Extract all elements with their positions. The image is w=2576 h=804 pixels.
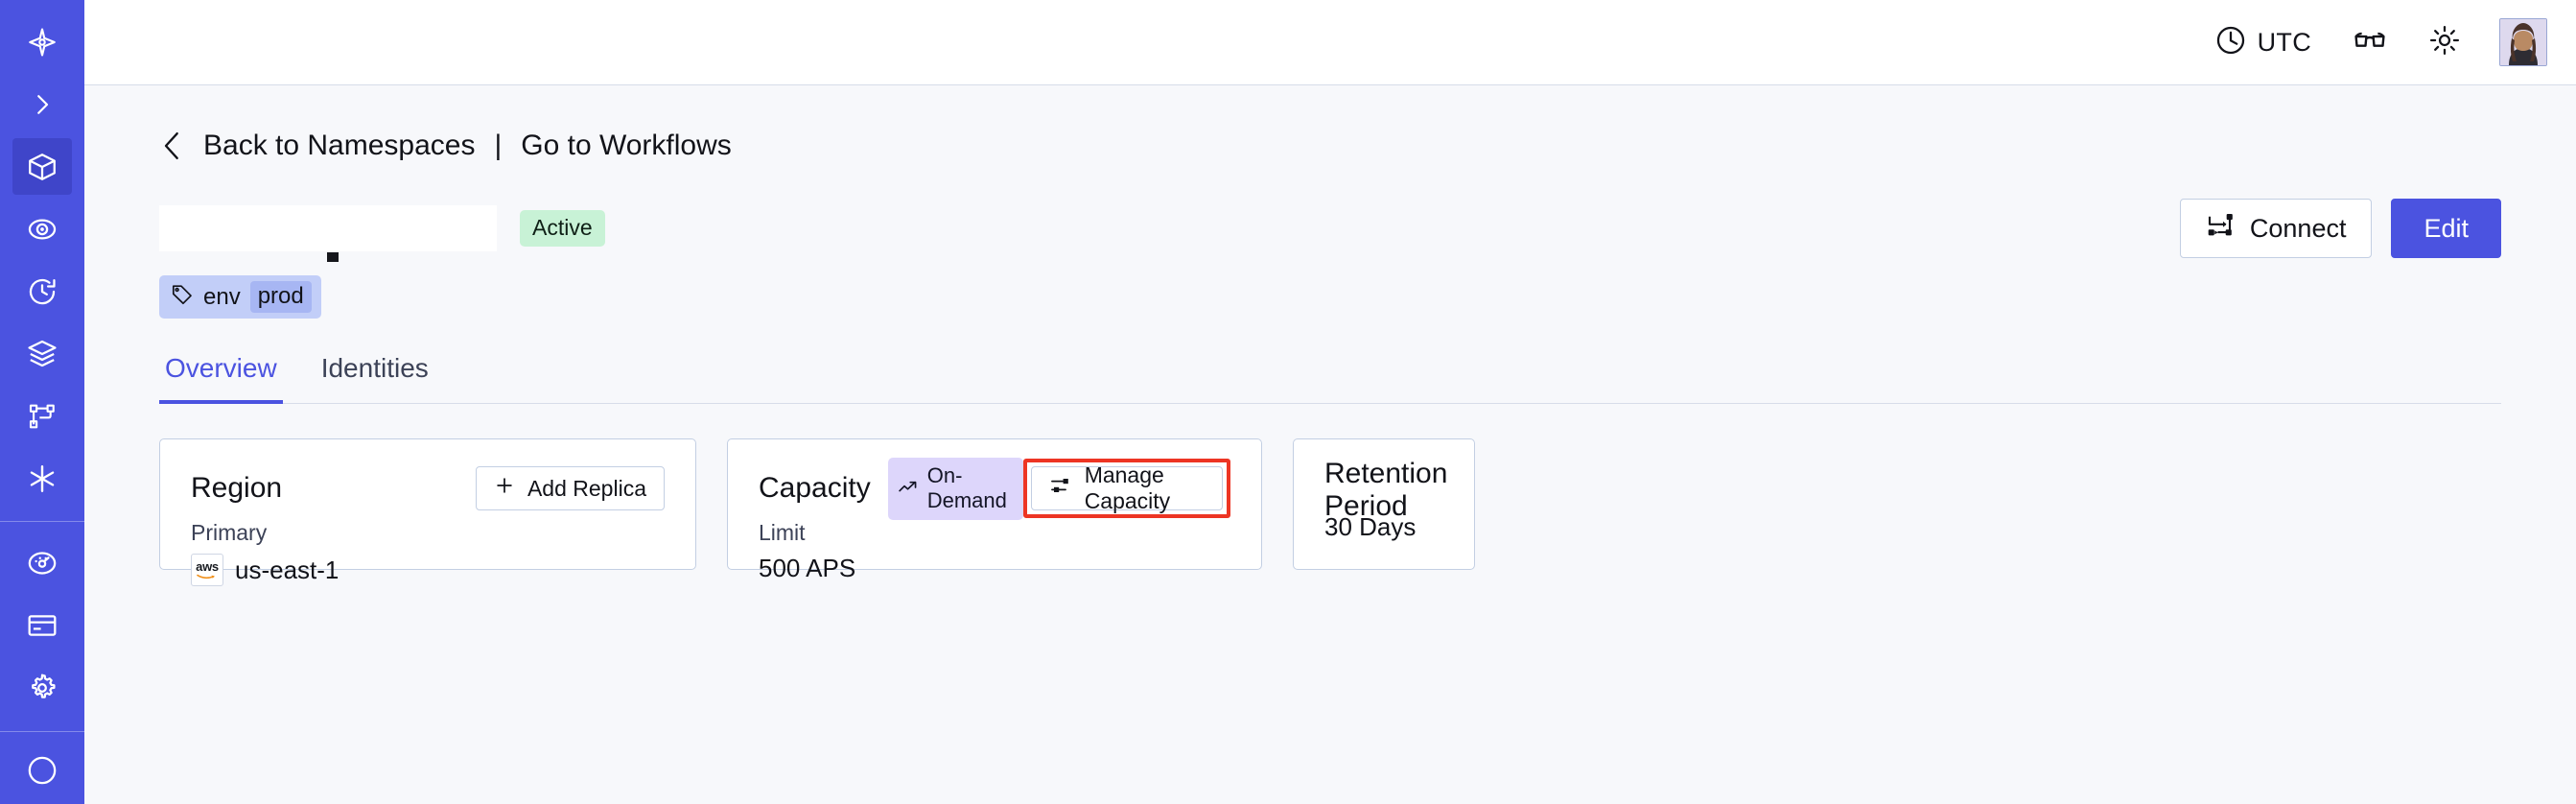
manage-capacity-button[interactable]: Manage Capacity xyxy=(1030,462,1223,513)
status-badge: Active xyxy=(520,210,605,247)
add-replica-label: Add Replica xyxy=(527,475,646,501)
sidebar xyxy=(0,0,84,804)
sidebar-item-help[interactable] xyxy=(12,742,72,798)
retention-value: 30 Days xyxy=(1324,512,1417,541)
git-branch-icon xyxy=(27,401,58,432)
plus-icon xyxy=(494,475,515,502)
capacity-value: 500 APS xyxy=(759,554,856,582)
page-title xyxy=(159,205,497,262)
clock-rewind-icon xyxy=(26,275,59,308)
sidebar-item-observability[interactable] xyxy=(12,201,72,257)
retention-card: Retention Period 30 Days xyxy=(1293,438,1475,570)
capacity-card: Capacity On-Demand xyxy=(727,438,1262,582)
sliders-icon xyxy=(1049,474,1072,503)
trending-up-icon xyxy=(898,476,919,501)
region-primary-label: Primary xyxy=(191,520,268,545)
manage-capacity-highlight: Manage Capacity xyxy=(1022,459,1230,518)
sun-icon xyxy=(2428,24,2461,61)
breadcrumb: Back to Namespaces | Go to Workflows xyxy=(159,130,2501,162)
breadcrumb-separator: | xyxy=(494,130,503,161)
region-value: us-east-1 xyxy=(235,555,340,584)
sidebar-item-usage[interactable] xyxy=(12,534,72,591)
asterisk-icon xyxy=(26,462,59,495)
sidebar-item-stack[interactable] xyxy=(12,325,72,382)
layers-icon xyxy=(26,338,59,370)
aws-logo-text: aws xyxy=(196,558,219,574)
sidebar-item-billing[interactable] xyxy=(12,597,72,653)
theme-toggle-button[interactable] xyxy=(2415,14,2474,70)
timezone-label: UTC xyxy=(2257,27,2311,57)
tag-icon xyxy=(171,283,194,311)
aws-logo: aws xyxy=(191,554,223,586)
tab-identities[interactable]: Identities xyxy=(320,353,429,383)
timezone-selector[interactable]: UTC xyxy=(2201,18,2325,67)
overview-cards: Region Add Replica Primary xyxy=(159,438,2501,586)
header-actions: Connect Edit xyxy=(2179,199,2501,258)
region-value-row: aws us-east-1 xyxy=(191,554,665,586)
sidebar-expand-button[interactable] xyxy=(12,76,72,132)
connect-button[interactable]: Connect xyxy=(2179,199,2373,258)
sidebar-item-settings[interactable] xyxy=(12,659,72,716)
avatar[interactable] xyxy=(2499,18,2547,66)
chevron-left-icon[interactable] xyxy=(159,130,186,162)
on-demand-label: On-Demand xyxy=(926,462,1007,512)
breadcrumb-workflows-link[interactable]: Go to Workflows xyxy=(521,130,732,161)
capacity-card-header: Capacity On-Demand xyxy=(759,457,1230,520)
eye-orbit-icon xyxy=(26,213,59,246)
sidebar-item-namespaces[interactable] xyxy=(12,138,72,196)
sidebar-item-workflows[interactable] xyxy=(12,388,72,444)
chevron-right-icon xyxy=(28,90,57,119)
user-avatar xyxy=(2500,19,2546,65)
region-card-header: Region Add Replica xyxy=(191,466,665,510)
clock-icon xyxy=(2214,24,2247,61)
main-pane: UTC xyxy=(84,0,2576,804)
sidebar-item-history[interactable] xyxy=(12,263,72,319)
credit-card-icon xyxy=(26,609,59,642)
tag-row: env prod xyxy=(159,275,2501,319)
cube-icon xyxy=(26,151,59,183)
connect-flow-icon xyxy=(2206,211,2235,247)
gear-icon xyxy=(26,672,59,704)
sidebar-item-logo[interactable] xyxy=(12,13,72,70)
add-replica-button[interactable]: Add Replica xyxy=(475,466,665,510)
edit-button-label: Edit xyxy=(2424,213,2469,243)
region-card: Region Add Replica Primary xyxy=(159,438,696,586)
sidebar-divider xyxy=(0,521,84,523)
aws-swoosh-icon xyxy=(197,574,215,579)
namespace-header: Active xyxy=(159,199,2501,262)
content-area: Back to Namespaces | Go to Workflows Act… xyxy=(84,85,2576,804)
retention-card-header: Retention Period xyxy=(1324,458,1447,522)
breadcrumb-back-link[interactable]: Back to Namespaces xyxy=(203,130,476,161)
tag-value: prod xyxy=(249,281,312,313)
sidebar-divider-lower xyxy=(0,731,84,733)
top-bar: UTC xyxy=(84,0,2576,85)
title-redaction-artifact xyxy=(327,252,339,262)
on-demand-badge: On-Demand xyxy=(887,457,1023,520)
tab-overview[interactable]: Overview xyxy=(159,353,283,404)
connect-button-label: Connect xyxy=(2249,213,2347,243)
namespace-tag[interactable]: env prod xyxy=(159,275,321,319)
capacity-limit-label: Limit xyxy=(759,520,806,545)
temporal-logo-icon xyxy=(26,26,59,59)
edit-button[interactable]: Edit xyxy=(2391,199,2501,258)
retention-card-title: Retention Period xyxy=(1324,458,1448,522)
region-card-title: Region xyxy=(191,472,283,504)
tag-key: env xyxy=(203,283,241,310)
tab-bar: Overview Identities xyxy=(159,353,2501,404)
top-bar-actions: UTC xyxy=(2201,14,2547,70)
gauge-icon xyxy=(26,547,59,579)
glasses-icon xyxy=(2353,23,2387,62)
manage-capacity-label: Manage Capacity xyxy=(1084,462,1171,513)
capacity-card-title: Capacity xyxy=(759,472,871,504)
help-circle-icon xyxy=(26,754,59,787)
sidebar-item-nexus[interactable] xyxy=(12,450,72,507)
docs-button[interactable] xyxy=(2340,14,2400,70)
